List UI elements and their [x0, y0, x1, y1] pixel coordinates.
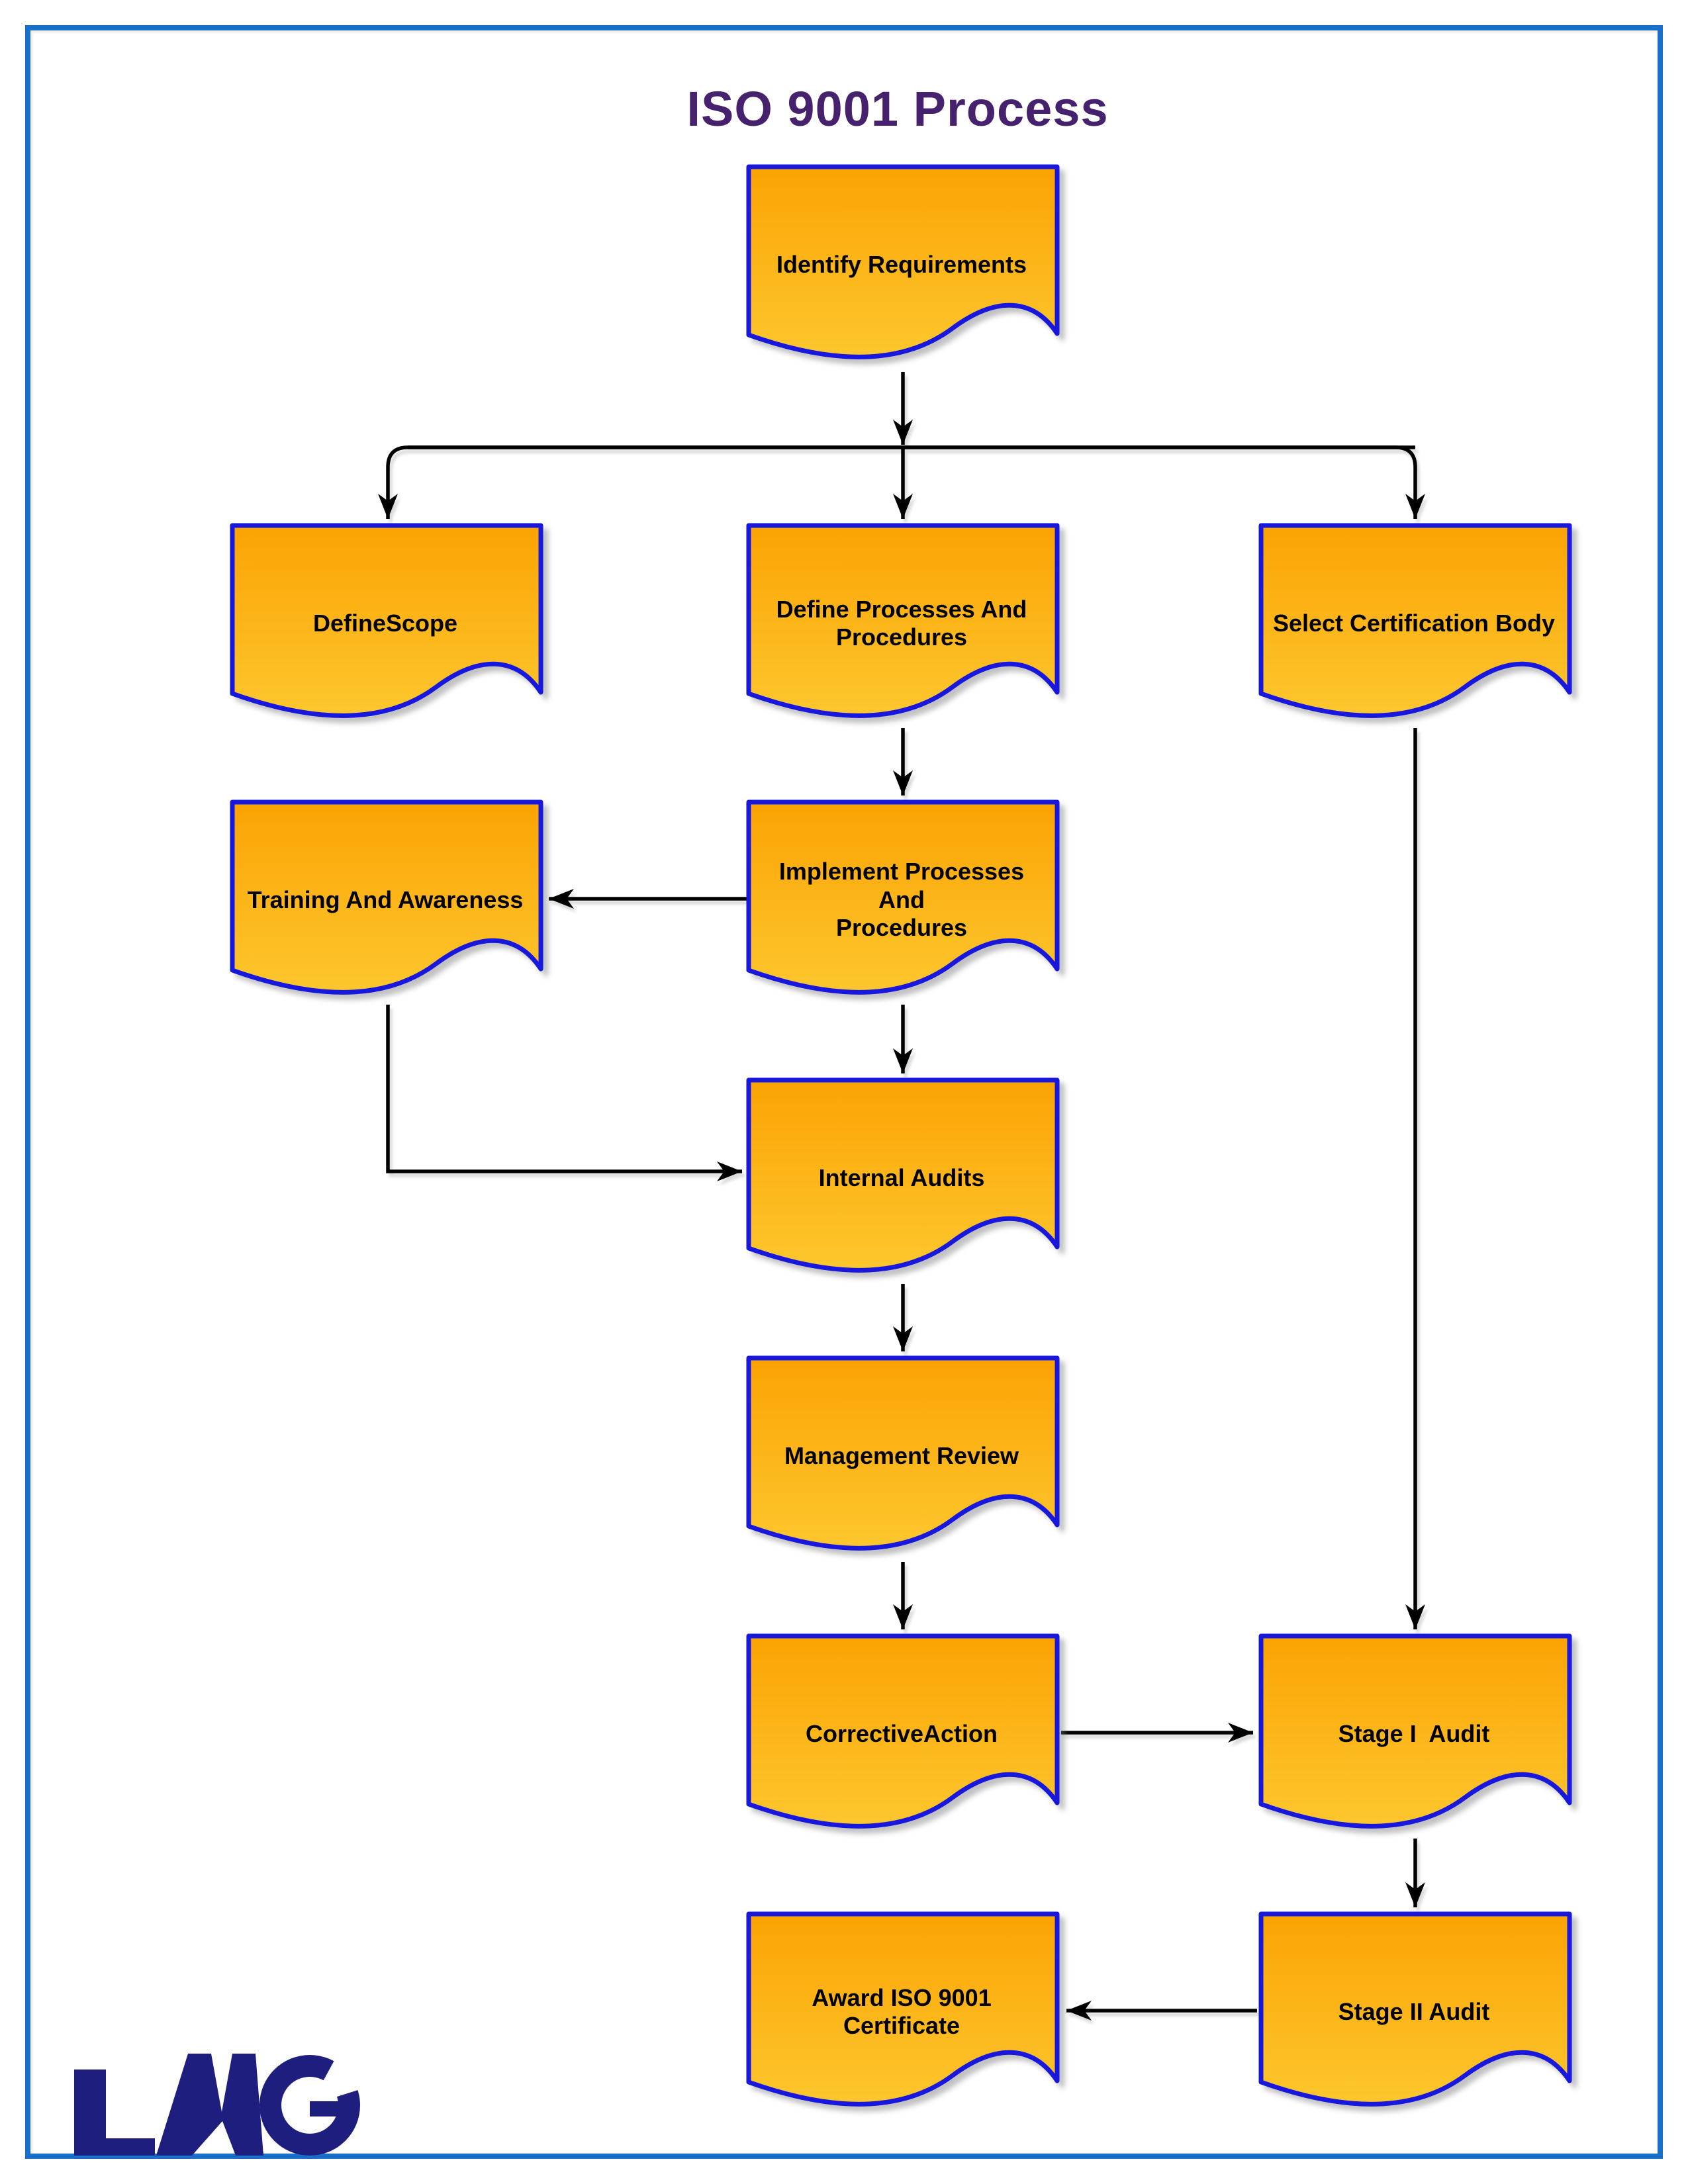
document-shape [1258, 1911, 1572, 2107]
document-shape [746, 1911, 1060, 2107]
document-shape [746, 1077, 1060, 1273]
logo-letter-g [259, 2050, 360, 2156]
node-label: DefineScope [312, 609, 458, 637]
node-label: Award ISO 9001 Certificate [812, 1983, 992, 2039]
node-implement-processes: Implement Processes And Procedures [746, 799, 1060, 1006]
document-shape [746, 1355, 1060, 1551]
document-shape [1258, 1633, 1572, 1829]
page-border-frame [25, 25, 1663, 2159]
document-shape [746, 1633, 1060, 1829]
logo-letter-l [74, 2070, 155, 2156]
document-shape [1258, 523, 1572, 718]
node-label: Stage II Audit [1338, 1997, 1490, 2025]
node-label: CorrectiveAction [805, 1719, 998, 1747]
node-define-scope: DefineScope [230, 523, 543, 729]
node-internal-audits: Internal Audits [746, 1077, 1060, 1284]
node-training-awareness: Training And Awareness [230, 799, 543, 1006]
node-stage1-audit: Stage I Audit [1258, 1633, 1572, 1840]
node-stage2-audit: Stage II Audit [1258, 1911, 1572, 2118]
node-corrective-action: CorrectiveAction [746, 1633, 1060, 1840]
node-label: Internal Audits [818, 1163, 985, 1191]
node-award-certificate: Award ISO 9001 Certificate [746, 1911, 1060, 2118]
page-title: ISO 9001 Process [686, 81, 1109, 136]
node-label: Training And Awareness [247, 886, 524, 913]
document-shape [746, 523, 1060, 718]
document-shape [230, 799, 543, 995]
node-define-processes: Define Processes And Procedures [746, 523, 1060, 729]
document-shape [746, 799, 1060, 995]
node-select-certification-body: Select Certification Body [1258, 523, 1572, 729]
node-label: Identify Requirements [776, 250, 1027, 278]
node-management-review: Management Review [746, 1355, 1060, 1562]
node-label: Management Review [784, 1441, 1019, 1469]
node-label: Stage I Audit [1338, 1719, 1490, 1747]
lmg-logo [74, 2050, 360, 2156]
node-identify-requirements: Identify Requirements [746, 164, 1060, 371]
document-shape [746, 164, 1060, 359]
document-shape [230, 523, 543, 718]
node-label: Define Processes And Procedures [776, 595, 1027, 651]
node-label: Select Certification Body [1272, 609, 1556, 637]
node-label: Implement Processes And Procedures [778, 858, 1025, 942]
logo-letter-m [156, 2054, 263, 2156]
